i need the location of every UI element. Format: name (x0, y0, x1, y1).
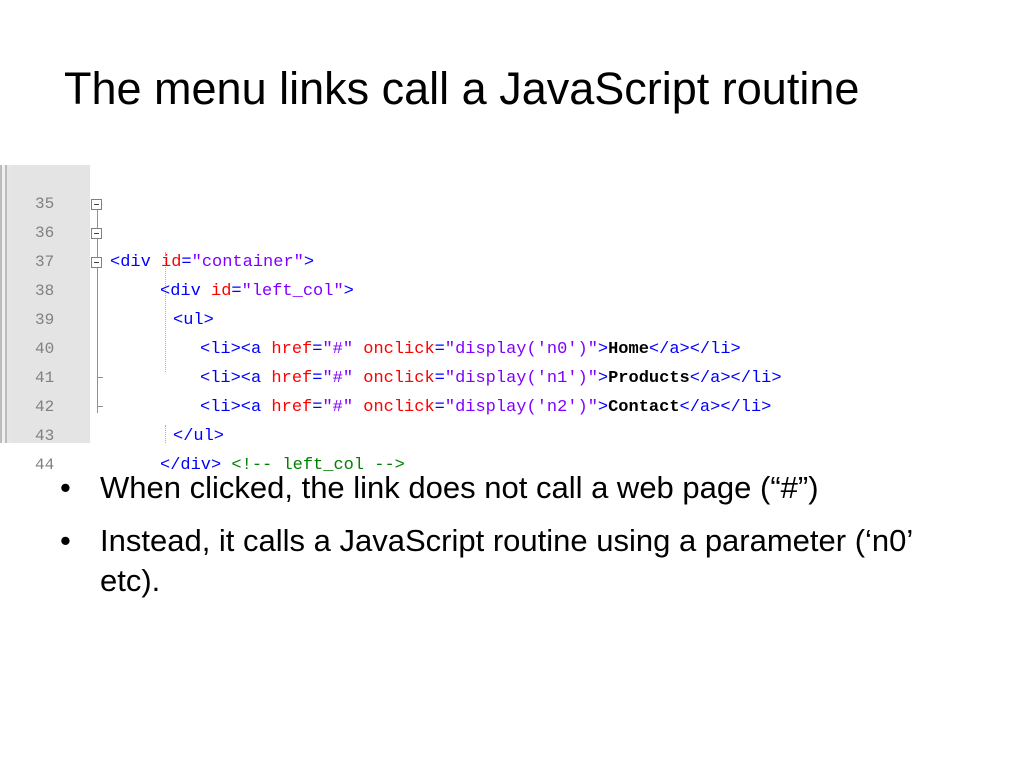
fold-collapse-icon[interactable] (91, 257, 102, 268)
fold-end-tick (97, 406, 103, 407)
fold-collapse-icon[interactable] (91, 228, 102, 239)
line-number: 39 (35, 311, 55, 329)
editor-left-border (0, 165, 12, 443)
bullet-item: • When clicked, the link does not call a… (60, 468, 960, 507)
code-line: 36 <div id="container"> (0, 190, 314, 272)
line-number: 38 (35, 282, 55, 300)
code-line: 38 <ul> (0, 248, 214, 330)
code-text: <li><a href="#" onclick="display('n1')">… (200, 369, 782, 388)
code-line: 43 </div> <!-- left_col --> (0, 393, 405, 475)
code-line: 42 </ul> (0, 364, 224, 446)
bullet-text: Instead, it calls a JavaScript routine u… (100, 523, 913, 598)
bullet-marker: • (60, 523, 71, 559)
code-text: <li><a href="#" onclick="display('n2')">… (200, 398, 772, 417)
code-line: 44 (0, 422, 61, 474)
line-number: 44 (35, 456, 55, 474)
code-text: <li><a href="#" onclick="display('n0')">… (200, 340, 741, 359)
line-number: 36 (35, 224, 55, 242)
code-line: 37 <div id="left_col"> (0, 219, 354, 301)
code-line: 40 <li><a href="#" onclick="display('n1'… (0, 306, 782, 388)
code-text: <div id="left_col"> (160, 282, 354, 301)
fold-tree-line (97, 203, 98, 413)
bullet-list: • When clicked, the link does not call a… (60, 468, 960, 614)
bullet-marker: • (60, 470, 71, 505)
code-text: </div> <!-- left_col --> (160, 456, 405, 475)
slide-title: The menu links call a JavaScript routine (64, 63, 860, 114)
indent-guide (165, 425, 166, 443)
bullet-item: • Instead, it calls a JavaScript routine… (60, 521, 960, 600)
indent-guide (165, 252, 166, 372)
code-text: </ul> (173, 427, 225, 446)
line-number: 37 (35, 253, 55, 271)
bullet-text: When clicked, the link does not call a w… (100, 470, 819, 505)
code-line: 41 <li><a href="#" onclick="display('n2'… (0, 335, 771, 417)
line-number: 42 (35, 398, 55, 416)
code-editor-screenshot: 35 36 <div id="container"> 37 <div id="l… (0, 165, 966, 475)
fold-end-tick (97, 377, 103, 378)
line-number: 40 (35, 340, 55, 358)
fold-collapse-icon[interactable] (91, 199, 102, 210)
code-line: 39 <li><a href="#" onclick="display('n0'… (0, 277, 741, 359)
code-line: 35 (0, 161, 61, 213)
line-number: 41 (35, 369, 55, 387)
code-text: <ul> (173, 311, 214, 330)
line-number-gutter (12, 165, 90, 443)
line-number: 35 (35, 195, 55, 213)
code-text: <div id="container"> (110, 253, 315, 272)
line-number: 43 (35, 427, 55, 445)
